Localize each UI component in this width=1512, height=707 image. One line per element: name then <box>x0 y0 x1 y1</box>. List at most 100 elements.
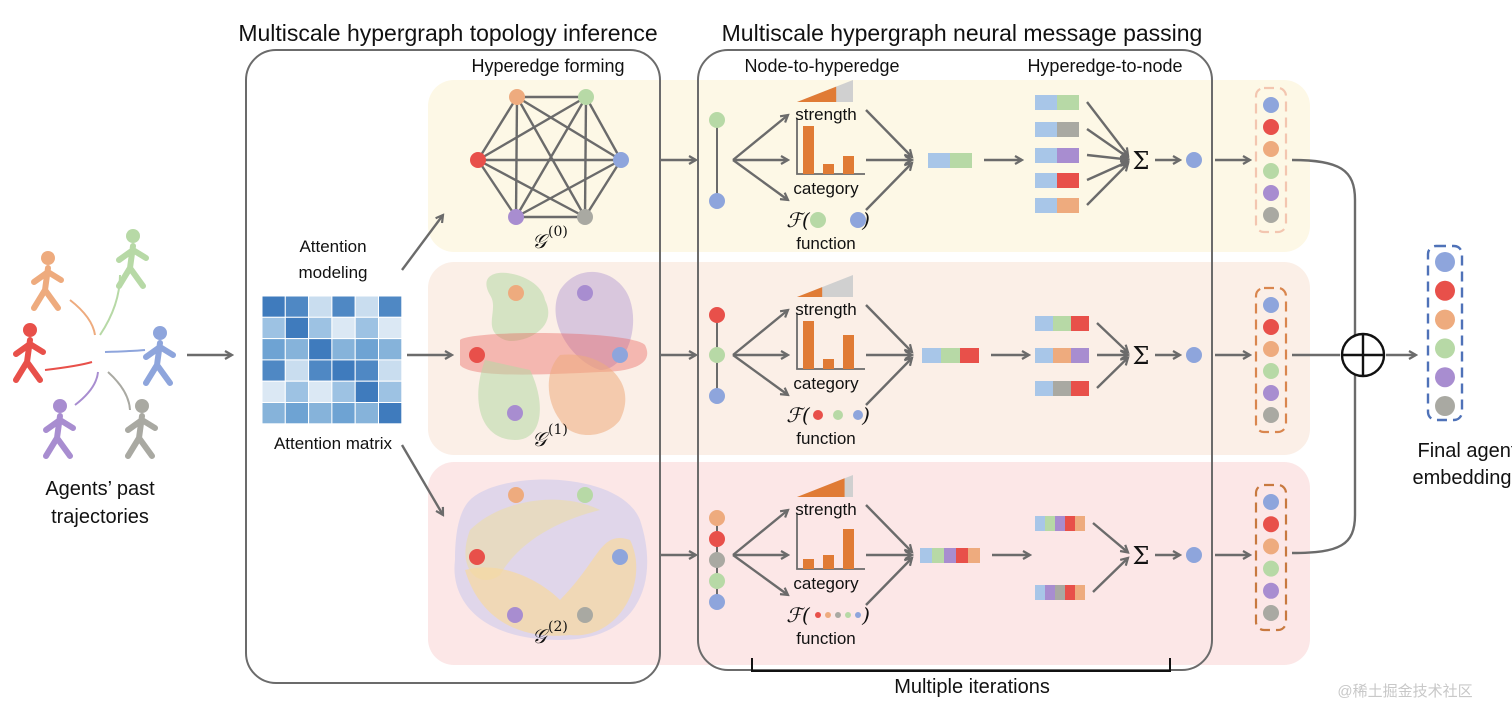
final-embeddings-line2: embeddings <box>1413 467 1512 489</box>
hyperedge-to-node-label: Hyperedge-to-node <box>1027 56 1182 76</box>
arrow-to-scale-2 <box>400 444 443 515</box>
graph-0-edge <box>476 96 519 161</box>
hyperedge-feature-cell <box>956 548 968 563</box>
hyperedge-feature-cell <box>960 348 979 363</box>
attention-matrix-label: Attention matrix <box>274 434 393 453</box>
final-embeddings-line1: Final agent <box>1418 440 1512 462</box>
trajectory-arrow-gray <box>107 371 131 411</box>
trajectory-arrow-blue <box>104 349 146 353</box>
aggregate-plus-icon <box>1342 334 1384 376</box>
node-hyperedge-feature-cell <box>1035 95 1057 110</box>
hyperedge-purple <box>555 271 634 370</box>
graph-0-edge <box>477 159 517 218</box>
member-node-blue <box>709 193 725 209</box>
function-input-green <box>810 212 826 228</box>
agent-body <box>143 340 176 386</box>
member-node-red <box>709 531 725 547</box>
category-bar <box>843 335 854 369</box>
attention-matrix-cell <box>354 338 380 361</box>
category-bar <box>803 321 814 369</box>
topology-inference-box <box>245 49 661 684</box>
attention-matrix-cell <box>261 316 286 340</box>
agent-body <box>116 243 149 289</box>
hyperedge-forming-label: Hyperedge forming <box>471 56 624 76</box>
category-bar <box>823 164 834 174</box>
graph-label-1: 𝒢(1) <box>532 422 568 451</box>
merge-arrow <box>865 504 912 552</box>
attention-matrix-cell <box>261 359 286 382</box>
strength-label: strength <box>795 300 856 319</box>
agent-figure-orange <box>31 251 64 311</box>
category-bar <box>823 359 834 369</box>
merge-arrow <box>865 109 912 157</box>
attention-matrix-cell <box>378 316 403 340</box>
merge-arrow <box>865 163 912 211</box>
graph-0-node-purple <box>508 209 524 225</box>
hyperedge-feature-cell <box>968 548 980 563</box>
node-hyperedge-feature-cell <box>1057 122 1079 137</box>
agents-label-line2: trajectories <box>51 506 149 528</box>
function-input-gray <box>835 612 841 618</box>
scale-embeddings-column-1 <box>1254 286 1288 434</box>
final-embedding-gray <box>1435 396 1455 416</box>
strength-fill-icon <box>797 478 845 497</box>
svg-text:(0): (0) <box>548 224 568 240</box>
agent-head <box>53 399 67 413</box>
category-label: category <box>793 574 859 593</box>
graph-1-node-blue <box>612 347 628 363</box>
updated-node-embedding <box>1186 547 1202 563</box>
node-hyperedge-feature-cell <box>1035 198 1057 213</box>
graph-0-edge <box>584 96 623 161</box>
hyperedge-feature-cell <box>928 153 950 168</box>
attention-modeling-line2: modeling <box>299 263 368 282</box>
category-label: category <box>793 374 859 393</box>
attention-matrix-cell <box>308 338 333 361</box>
svg-text:𝒢: 𝒢 <box>532 229 550 253</box>
merge-line-top <box>1291 158 1357 335</box>
member-node-green <box>709 573 725 589</box>
agent-head <box>153 326 167 340</box>
band-scale-0 <box>428 80 1310 252</box>
category-bar <box>823 555 834 569</box>
function-input-blue <box>855 612 861 618</box>
attention-matrix-cell <box>354 402 380 425</box>
function-symbol: ℱ( <box>786 603 811 627</box>
graph-label-0: 𝒢(0) <box>532 224 568 253</box>
scale-embedding-red <box>1263 119 1279 135</box>
trajectory-arrow-orange <box>69 299 96 336</box>
graph-2-node-blue <box>612 549 628 565</box>
merge-arrow <box>865 558 912 606</box>
agent-head <box>126 229 140 243</box>
updated-node-embedding <box>1186 152 1202 168</box>
sum-symbol: Σ <box>1133 542 1150 570</box>
graph-0-edge <box>514 96 588 218</box>
attention-matrix-cell <box>331 380 356 404</box>
agent-body <box>125 413 158 459</box>
function-close: ) <box>861 208 870 232</box>
graph-0-edge <box>583 96 588 218</box>
scale-embedding-blue <box>1263 97 1279 113</box>
scale-embedding-red <box>1263 516 1279 533</box>
sum-symbol: Σ <box>1133 147 1150 175</box>
node-hyperedge-feature-cell <box>1057 148 1079 163</box>
graph-2-node-red <box>469 549 485 565</box>
node-hyperedge-feature-cell <box>1057 95 1079 110</box>
node-hyperedge-feature-cell <box>1045 516 1055 531</box>
graph-0-edge <box>515 158 622 219</box>
node-hyperedge-feature-cell <box>1053 381 1071 396</box>
attention-matrix-cell <box>308 402 333 425</box>
function-label: function <box>796 629 856 648</box>
graph-1-node-purple <box>577 285 593 301</box>
function-label: function <box>796 234 856 253</box>
node-hyperedge-feature-cell <box>1071 348 1089 363</box>
function-input-blue <box>853 410 863 420</box>
graph-0-node-orange <box>509 89 525 105</box>
hyperedge-feature-cell <box>944 548 956 563</box>
function-close: ) <box>861 403 870 427</box>
sum-input-arrow <box>1086 101 1128 155</box>
node-hyperedge-feature-cell <box>1035 381 1053 396</box>
agent-head <box>23 323 37 337</box>
scale-embedding-orange <box>1263 538 1279 555</box>
attention-matrix-cell <box>284 359 310 382</box>
attention-matrix-cell <box>284 295 310 318</box>
